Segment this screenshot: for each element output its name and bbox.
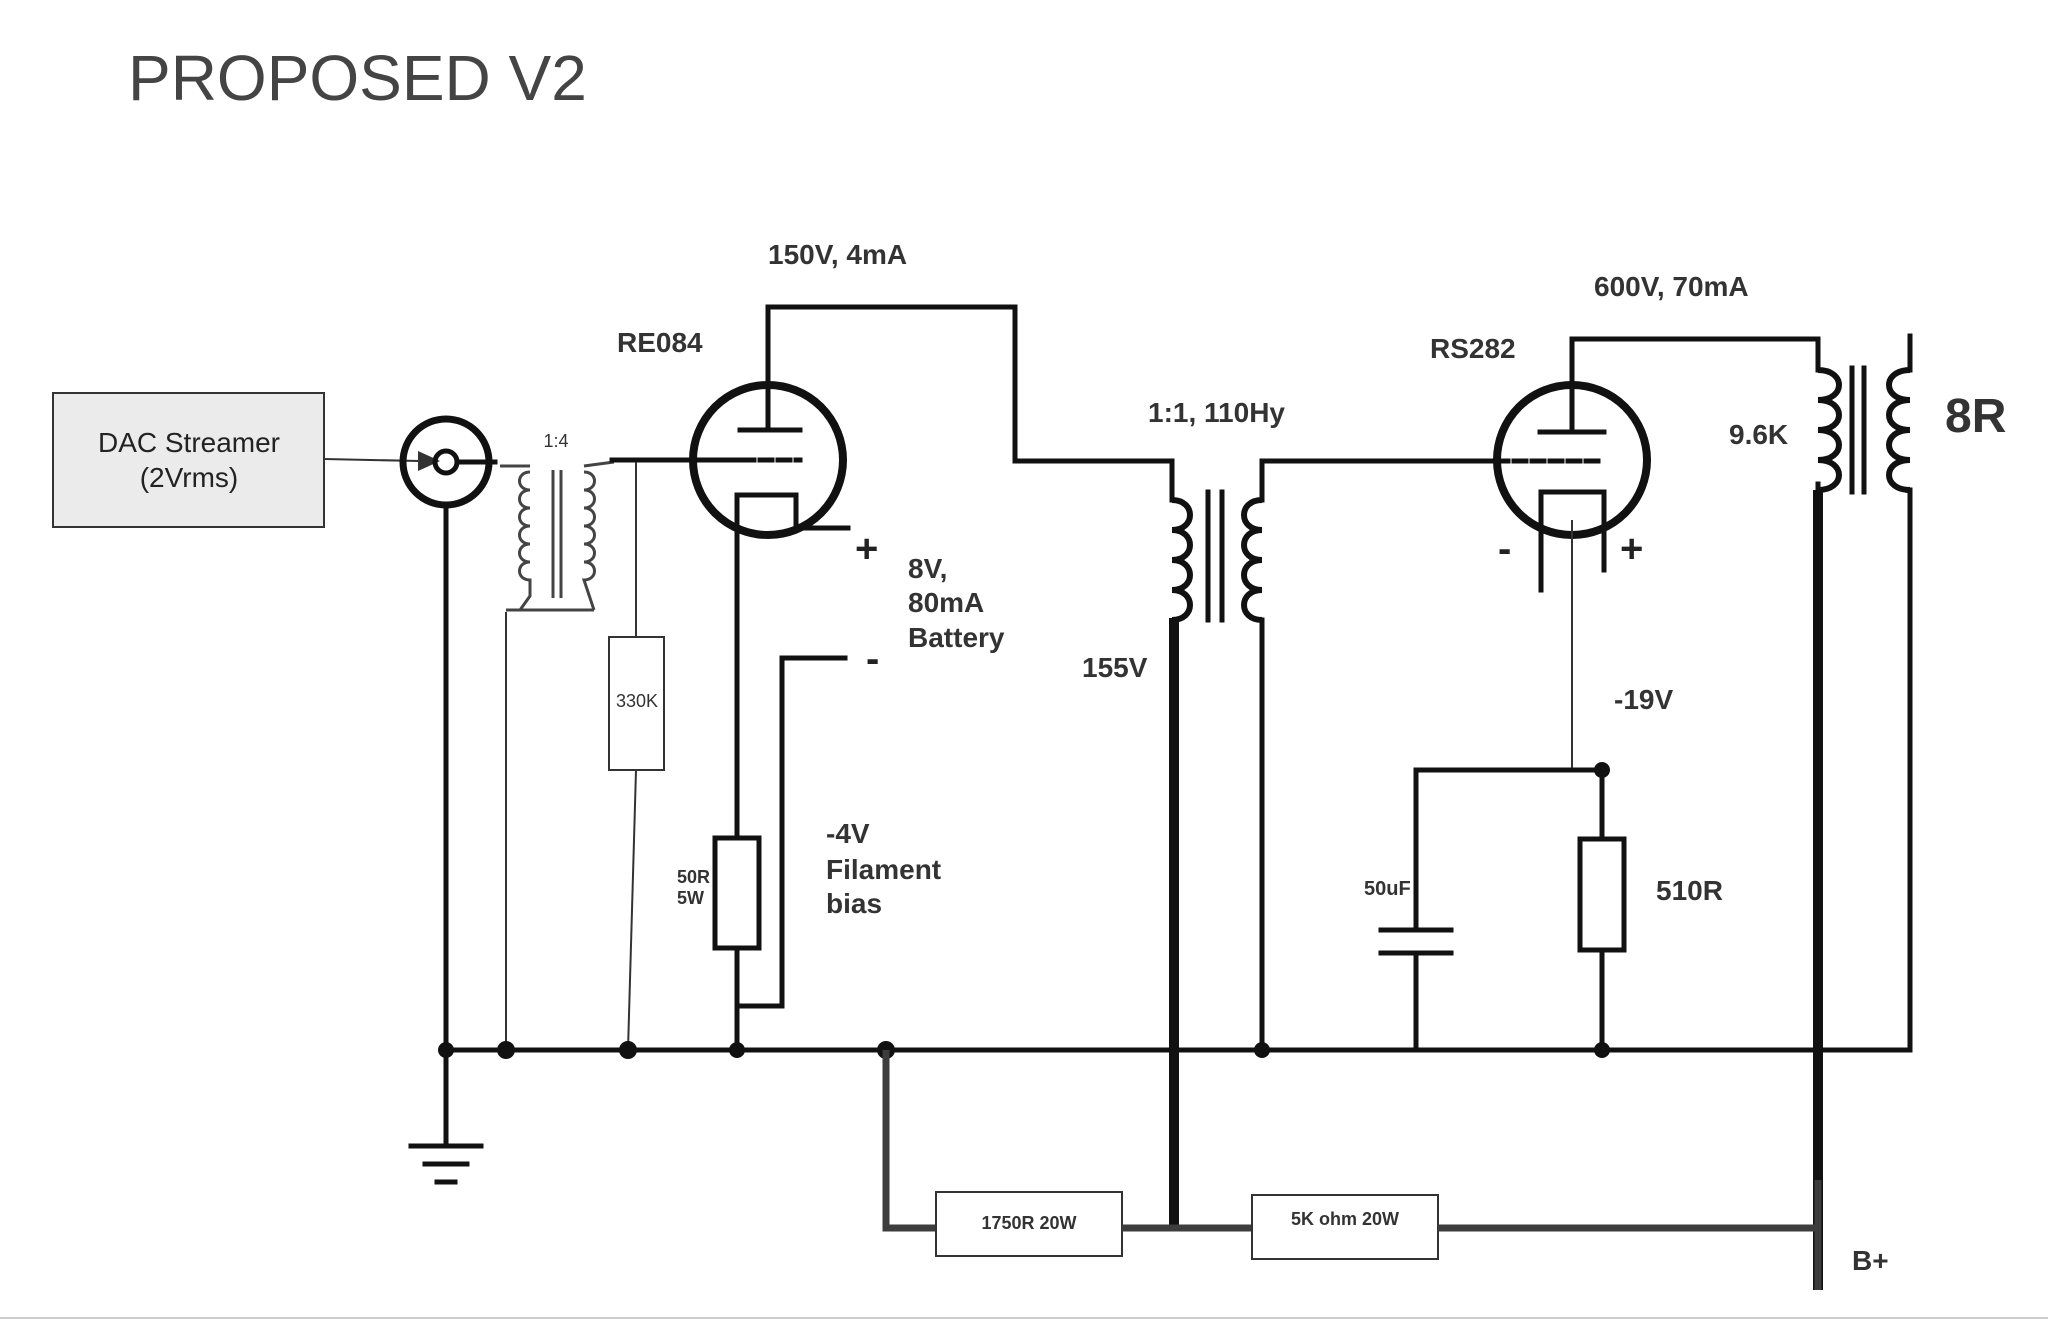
filament-bias-voltage: -4V xyxy=(826,818,870,849)
grid-resistor-bottom-wire xyxy=(627,769,637,1051)
driver-operating-point: 150V, 4mA xyxy=(768,239,907,270)
page-title: PROPOSED V2 xyxy=(128,42,587,114)
driver-plate-wire xyxy=(765,304,1175,503)
output-tube-rs282: RS282 xyxy=(1430,333,1651,770)
filament-battery-label: Battery xyxy=(908,622,1005,653)
dropper-resistor-1750r-label: 1750R 20W xyxy=(981,1213,1076,1233)
cathode-capacitor-50uf: 50uF xyxy=(1364,878,1454,956)
dropper-resistor-1750r: 1750R 20W xyxy=(935,1191,1123,1257)
output-transformer-primary: 9.6K xyxy=(1729,419,1788,450)
ground-junction-dot-4 xyxy=(729,1042,745,1058)
interstage-transformer-spec: 1:1, 110Hy xyxy=(1148,397,1285,428)
dac-streamer-label: DAC Streamer xyxy=(98,427,280,458)
interstage-transformer: 1:1, 110Hy xyxy=(1148,397,1285,623)
bias-resistor-bottom-wire xyxy=(734,655,785,1009)
dac-streamer-block: DAC Streamer (2Vrms) xyxy=(52,392,325,528)
ground-junction-dot-6 xyxy=(1254,1042,1270,1058)
filament-battery-plus: + xyxy=(855,527,878,571)
filament-battery-minus: - xyxy=(866,637,879,681)
output-bias-voltage: -19V xyxy=(1614,684,1673,715)
filament-bias-label: Filament xyxy=(826,854,941,885)
input-transformer-ratio: 1:4 xyxy=(543,431,568,451)
dropper-resistor-5k: 5K ohm 20W xyxy=(1251,1194,1439,1260)
dropper-resistor-5k-label: 5K ohm 20W xyxy=(1291,1209,1399,1229)
output-plate-wire xyxy=(1569,336,1821,373)
filament-battery-current: 80mA xyxy=(908,587,984,618)
bias-resistor-value: 50R xyxy=(677,867,710,887)
interstage-voltage: 155V xyxy=(1082,652,1148,683)
cathode-capacitor-value: 50uF xyxy=(1364,878,1411,900)
ground-junction-dot-1 xyxy=(438,1042,454,1058)
interstage-secondary-grid-wire xyxy=(1259,458,1499,503)
ground-junction-dot-7 xyxy=(1594,1042,1610,1058)
dac-arrowhead-icon xyxy=(418,451,440,471)
cathode-resistor-510r: 510R xyxy=(1577,836,1723,953)
ground-symbol-icon xyxy=(408,1047,484,1185)
driver-tube-re084: RE084 xyxy=(617,327,851,539)
ground-junction-dot-3 xyxy=(619,1041,637,1059)
cathode-node-wire xyxy=(1413,767,1605,933)
output-transformer-secondary: 8R xyxy=(1945,390,2006,443)
ground-junction-dot-2 xyxy=(497,1041,515,1059)
b-plus-label: B+ xyxy=(1852,1245,1889,1276)
output-filament-plus: + xyxy=(1620,527,1643,571)
cathode-resistor-value: 510R xyxy=(1656,875,1723,906)
output-tube-name: RS282 xyxy=(1430,333,1516,364)
input-transformer: 1:4 xyxy=(500,431,615,612)
supply-ground-leg xyxy=(882,1050,936,1232)
filament-bias-note: bias xyxy=(826,888,882,919)
filament-battery-voltage: 8V, xyxy=(908,553,947,584)
grid-resistor-330k: 330K xyxy=(608,636,665,771)
output-filament-minus: - xyxy=(1498,527,1511,571)
driver-tube-name: RE084 xyxy=(617,327,703,358)
bias-resistor-power: 5W xyxy=(677,888,704,908)
output-operating-point: 600V, 70mA xyxy=(1594,271,1749,302)
dac-streamer-level: (2Vrms) xyxy=(140,462,239,493)
filament-bias-resistor: 50R 5W xyxy=(677,835,762,951)
grid-resistor-value: 330K xyxy=(616,691,658,711)
output-transformer: 9.6K 8R xyxy=(1729,333,2006,495)
